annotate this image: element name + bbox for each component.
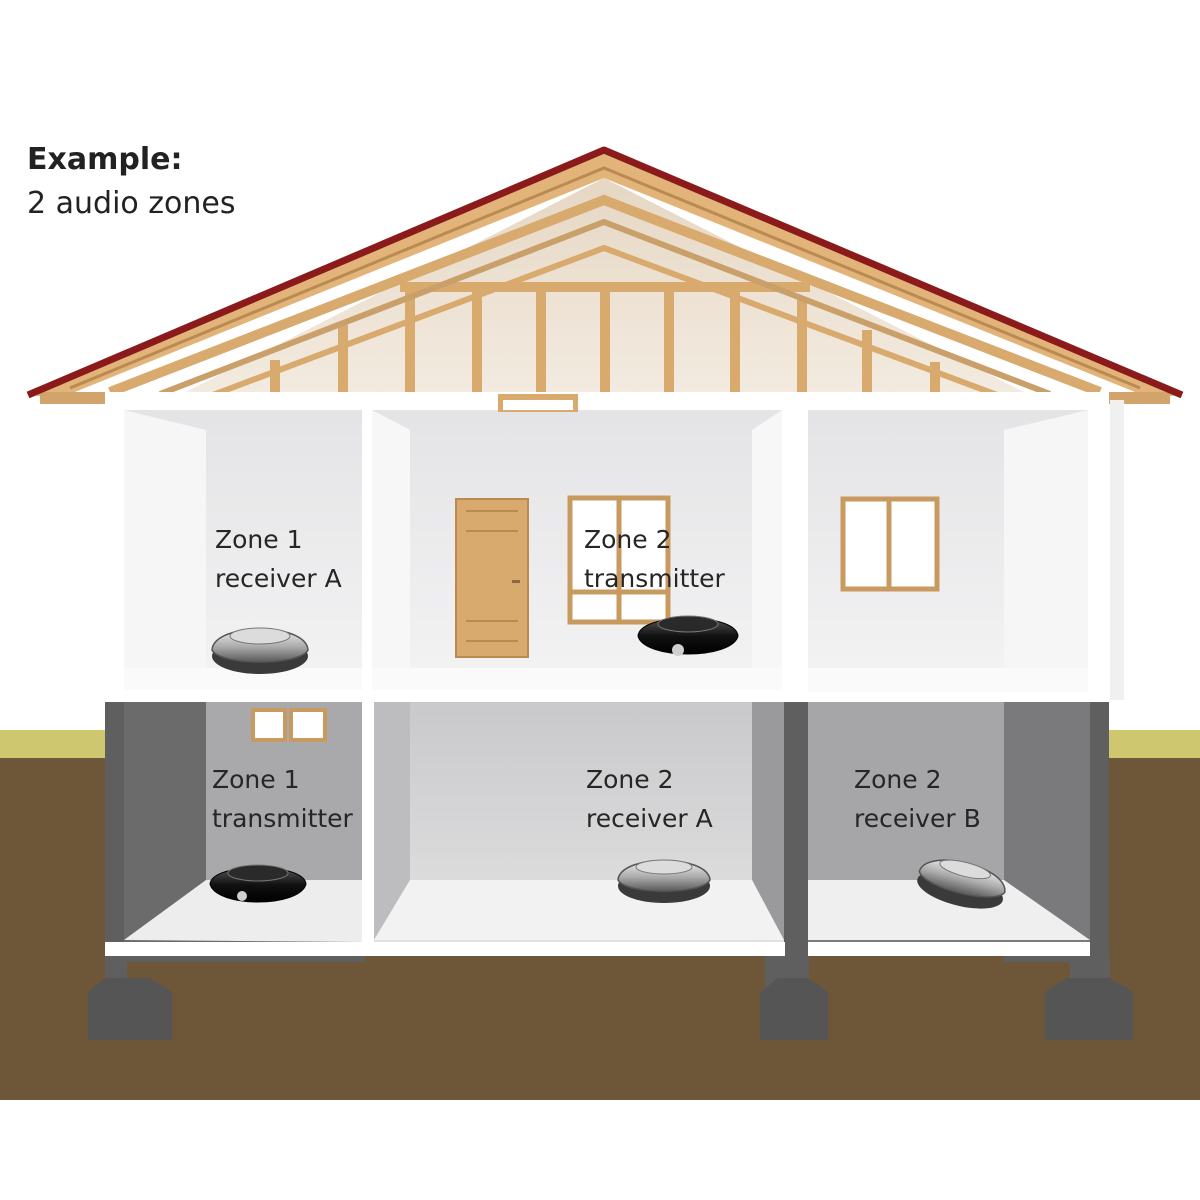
heading-subtitle: 2 audio zones xyxy=(27,186,236,221)
heading-title: Example: xyxy=(27,142,183,177)
house-structure xyxy=(88,392,1133,1040)
receiver-device-icon xyxy=(917,859,1006,909)
window-icon xyxy=(840,496,940,592)
receiver-device-icon xyxy=(211,627,309,674)
window-icon xyxy=(567,495,671,625)
zone2-transmitter-label: Zone 2 transmitter xyxy=(584,525,725,593)
window-icon xyxy=(251,708,327,742)
zone2-receiver-a-label: Zone 2 receiver A xyxy=(586,765,713,833)
diagram-heading: Example: 2 audio zones xyxy=(27,138,236,226)
zone2-receiver-b-label: Zone 2 receiver B xyxy=(854,765,981,833)
attic-studs xyxy=(270,282,940,397)
zone1-receiver-a-label: Zone 1 receiver A xyxy=(215,525,342,593)
door-icon xyxy=(455,498,529,658)
zone1-transmitter-label: Zone 1 transmitter xyxy=(212,765,353,833)
roof-covering xyxy=(26,146,1184,399)
transmitter-device-icon xyxy=(209,864,307,903)
receiver-device-icon xyxy=(617,859,711,903)
transmitter-device-icon xyxy=(637,615,739,656)
